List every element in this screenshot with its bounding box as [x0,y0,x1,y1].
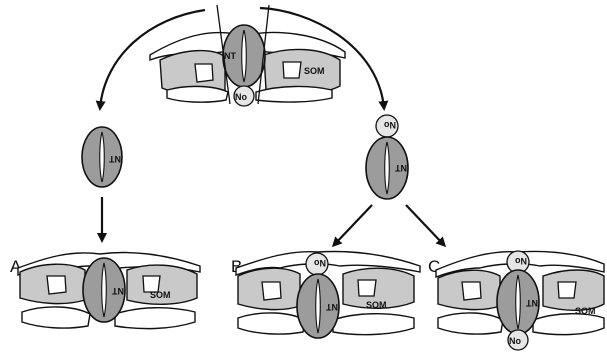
panel-b: B No NT SOM [231,252,420,338]
somite-label: SOM [575,306,596,316]
neural-tube-lumen [385,142,390,194]
somite-left-cavity [262,282,281,300]
neural-tube-lumen [516,275,521,329]
neural-tube-lumen [102,263,107,317]
endoderm-left [238,313,305,334]
neural-tube-label: NT [112,286,124,296]
somite-label: SOM [304,66,325,76]
somite-left-cavity [47,276,66,294]
endoderm-right [256,86,332,102]
source-section: NT SOM No [150,5,345,106]
somite-label: SOM [150,290,171,300]
panel-a: A NT SOM [10,253,200,329]
endoderm-left [22,307,90,328]
neural-tube-label: NT [326,302,338,312]
endoderm-right [533,314,604,335]
neural-tube-label: NT [526,298,538,308]
somite-left-cavity [462,282,481,300]
neural-tube-label: NT [224,51,236,61]
panel-c: C No NT No SOM [428,251,604,350]
notochord-label: No [235,92,247,102]
isolated-neural-tube-left: NT [82,127,122,187]
neural-tube-label: NT [395,163,407,173]
endoderm-left [167,86,228,102]
neural-tube-lumen [242,30,247,82]
notochord-label: No [314,258,326,268]
neural-tube-lumen [100,132,105,182]
endoderm-right [115,308,195,329]
endoderm-left [438,313,503,334]
somite-right-cavity [558,282,576,298]
notochord-label: No [515,256,527,266]
notochord-label: No [384,120,396,130]
neural-tube-label: NT [109,154,121,164]
endoderm-right [333,314,414,335]
notochord-label: No [509,336,521,346]
somite-label: SOM [366,300,387,310]
somite-right-cavity [358,280,376,296]
arrow-to-panel-b [334,205,372,245]
arrow-to-panel-c [406,205,444,245]
isolated-neural-tube-right: No NT [366,115,408,199]
somite-left-cavity [195,64,213,82]
neural-tube-lumen [316,279,321,333]
somite-right-cavity [283,62,301,78]
